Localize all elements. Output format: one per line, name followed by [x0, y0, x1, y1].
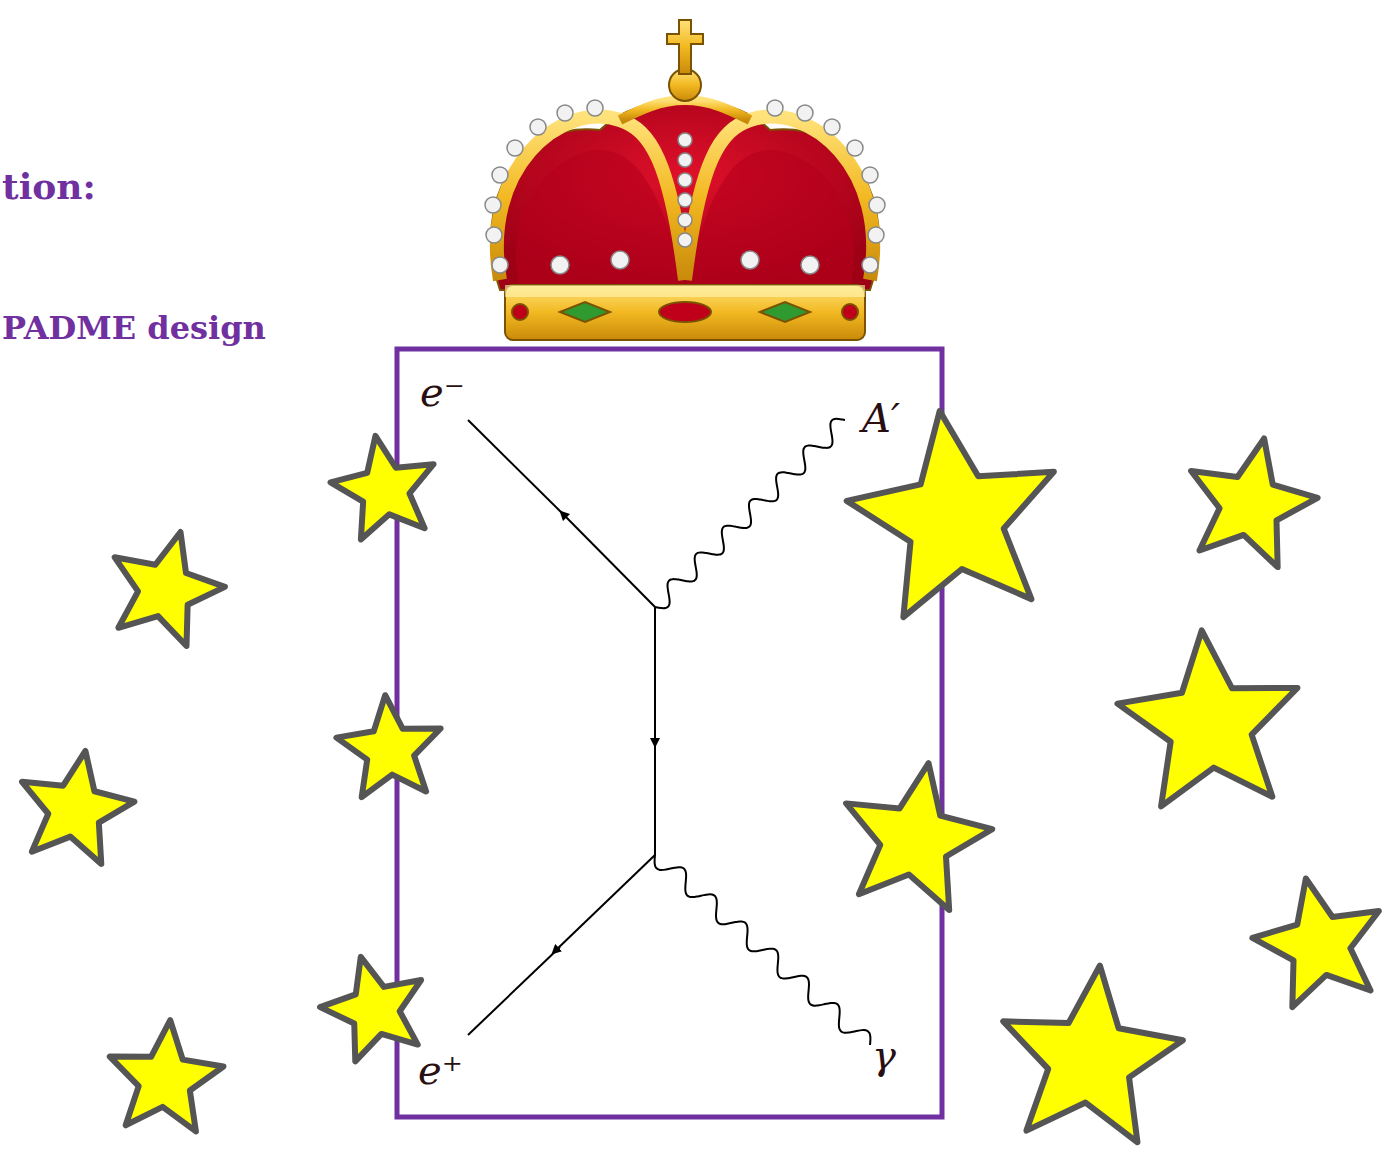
particle-label: e⁺ [418, 1050, 463, 1090]
diagram-frame [397, 349, 942, 1117]
star [22, 751, 134, 864]
slide-subtitle: PADME design [2, 312, 266, 344]
star [331, 436, 434, 540]
positron-line [468, 947, 560, 1035]
star [1117, 630, 1297, 806]
star [1252, 878, 1379, 1007]
electron-line [563, 514, 655, 607]
propagator-line [654, 743, 656, 855]
star [1003, 966, 1183, 1143]
particle-label: γ [872, 1035, 896, 1075]
star [320, 957, 421, 1061]
crown [485, 20, 885, 340]
photon-line [655, 855, 871, 1045]
particle-label: A′ [862, 398, 900, 438]
star [847, 411, 1054, 617]
star [846, 763, 992, 910]
slide-title: tion: [2, 168, 96, 204]
feynman-diagram [468, 419, 870, 1045]
dark-photon-line [655, 419, 845, 608]
propagator-line [654, 607, 656, 743]
particle-label: e⁻ [420, 372, 465, 412]
star [115, 532, 225, 646]
star [1191, 438, 1318, 567]
positron-line [555, 855, 655, 951]
stars [22, 411, 1379, 1142]
star [110, 1020, 224, 1131]
electron-line [468, 420, 563, 514]
star [336, 695, 440, 797]
